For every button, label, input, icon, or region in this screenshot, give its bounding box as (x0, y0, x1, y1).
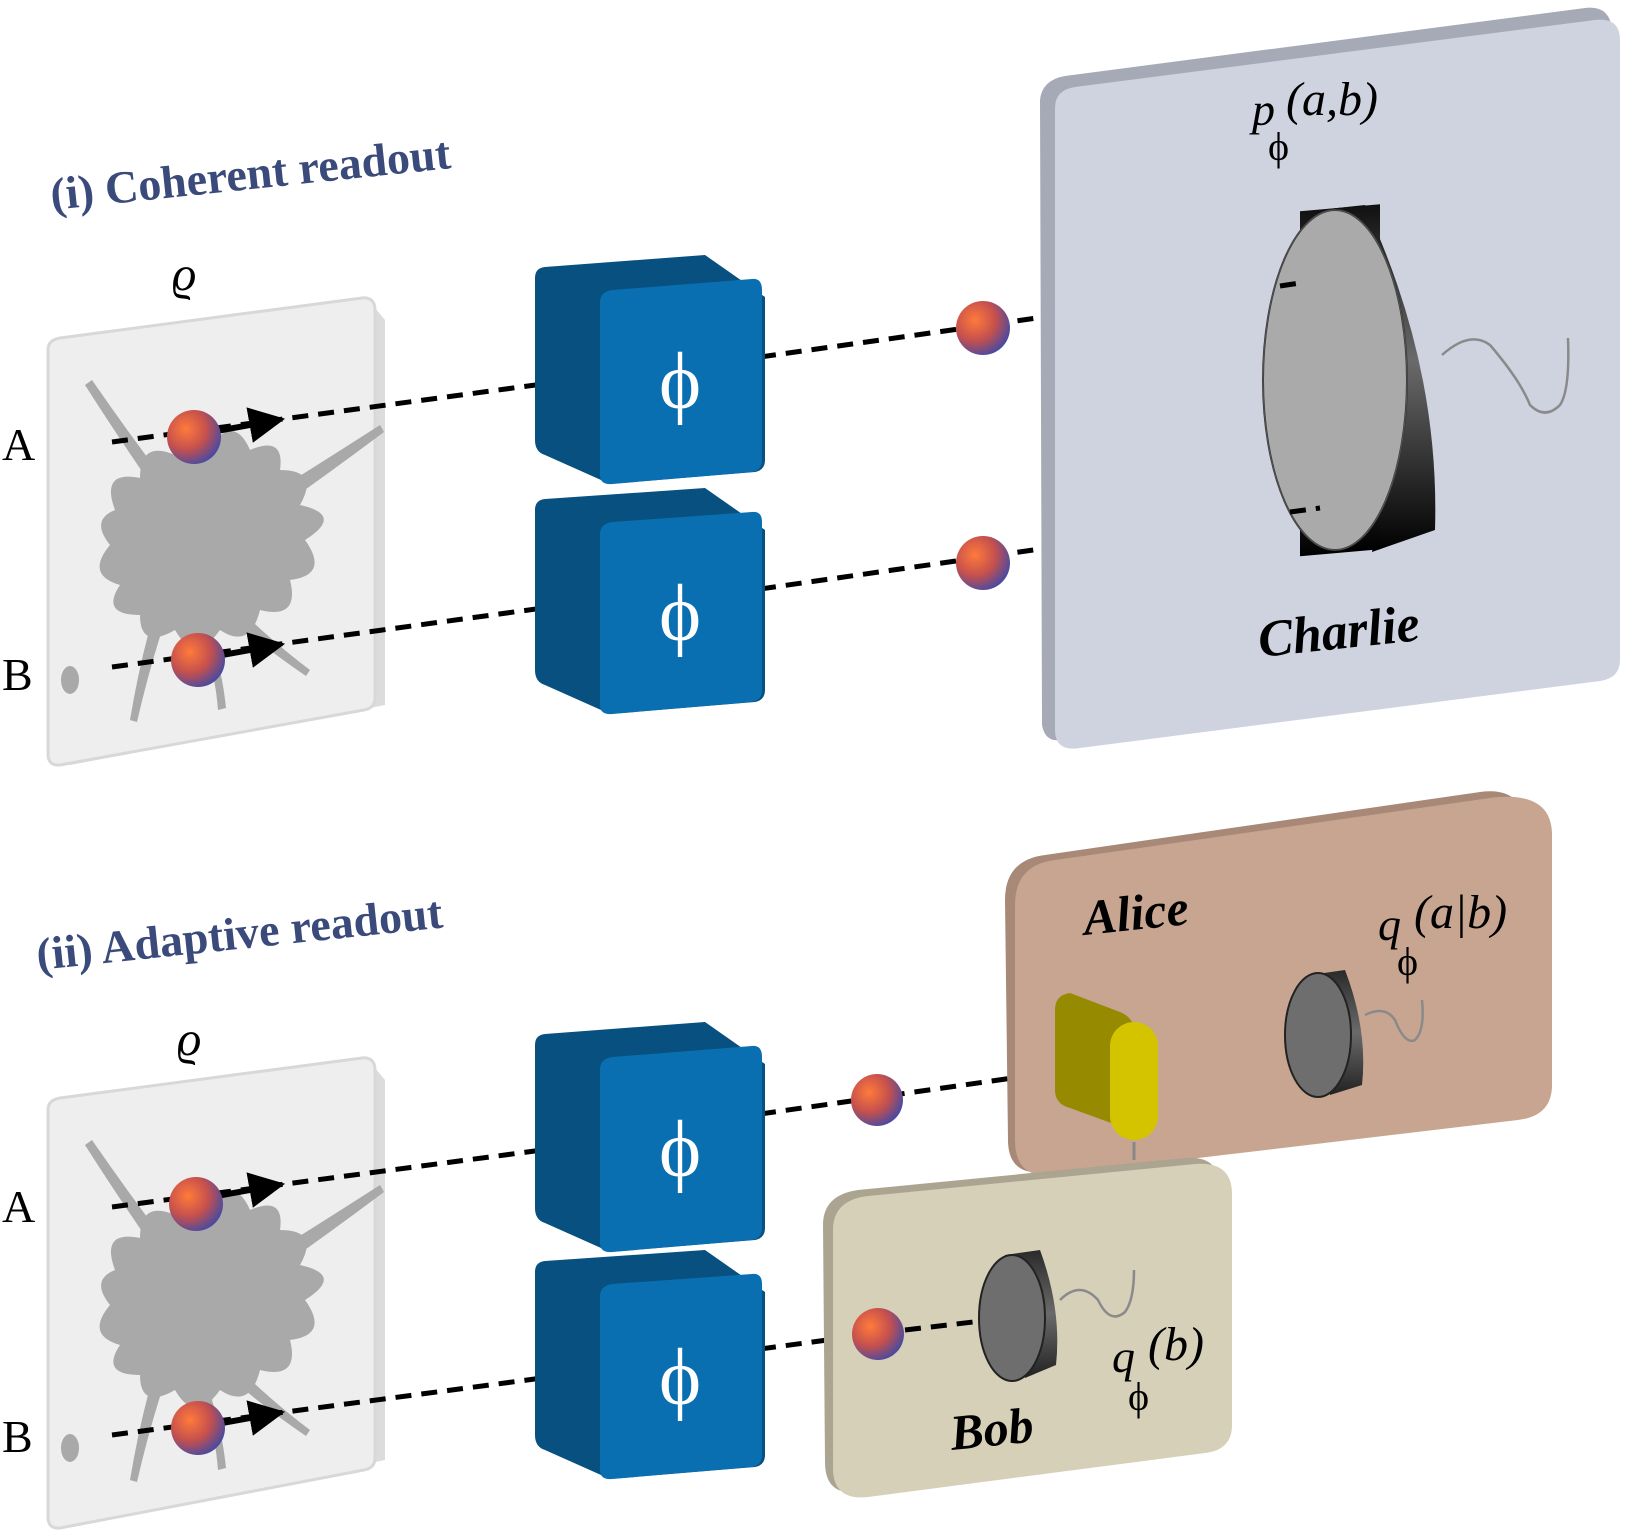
coherent-state-symbol: ϱ (172, 248, 196, 301)
adaptive-state-symbol: ϱ (177, 1013, 201, 1066)
coherent-photon-a (167, 410, 221, 464)
adaptive-photon-a (169, 1177, 223, 1231)
coherent-phase-box-a: ϕ (535, 255, 765, 485)
alice-detector-cable (1364, 999, 1424, 1043)
charlie-prob-sub: ϕ (1268, 124, 1289, 169)
alice-beamsplitter (1055, 993, 1158, 1140)
coherent-phase-symbol-b: ϕ (659, 570, 701, 658)
adaptive-mode-b-label: B (2, 1411, 33, 1462)
alice-prob-sub: ϕ (1397, 939, 1418, 984)
bob-prob-q: q (1112, 1331, 1135, 1382)
alice-prob-args: (a|b) (1414, 886, 1507, 939)
charlie-prob-p: p (1249, 84, 1275, 135)
bob-prob-sub: ϕ (1128, 1374, 1149, 1419)
bob-photon (852, 1308, 904, 1360)
coherent-title: (i) Coherent readout (48, 127, 454, 220)
bob-prob-args: (b) (1148, 1318, 1204, 1371)
alice-panel (1005, 791, 1552, 1176)
adaptive-photon-b (171, 1401, 225, 1455)
charlie-prob-args: (a,b) (1286, 73, 1378, 126)
adaptive-phase-box-b: ϕ (535, 1250, 765, 1480)
adaptive-phase-box-a: ϕ (535, 1022, 765, 1253)
coherent-phase-box-b: ϕ (535, 488, 765, 715)
coherent-mode-a-label: A (2, 419, 35, 470)
coherent-mode-b-label: B (2, 649, 33, 700)
bob-beam (904, 1317, 991, 1333)
adaptive-phase-symbol-a: ϕ (659, 1106, 701, 1194)
coherent-photon-a-out (956, 301, 1010, 355)
bob-detector (978, 1250, 1058, 1382)
coherent-photon-b (171, 633, 225, 687)
charlie-detector-cable (1441, 337, 1570, 414)
charlie-beam-ends (1279, 280, 1321, 515)
adaptive-photon-a-out (851, 1074, 903, 1126)
bob-name: Bob (946, 1397, 1036, 1462)
adaptive-phase-symbol-b: ϕ (659, 1334, 701, 1422)
alice-prob-q: q (1378, 899, 1401, 950)
alice-detector (1284, 970, 1364, 1098)
alice-name: Alice (1077, 879, 1191, 946)
bob-detector-cable (1059, 1269, 1136, 1318)
coherent-phase-symbol-a: ϕ (659, 338, 701, 426)
charlie-detector (1262, 204, 1436, 557)
adaptive-mode-a-label: A (2, 1181, 35, 1232)
adaptive-title: (ii) Adaptive readout (34, 887, 446, 980)
coherent-photon-b-out (956, 536, 1010, 590)
